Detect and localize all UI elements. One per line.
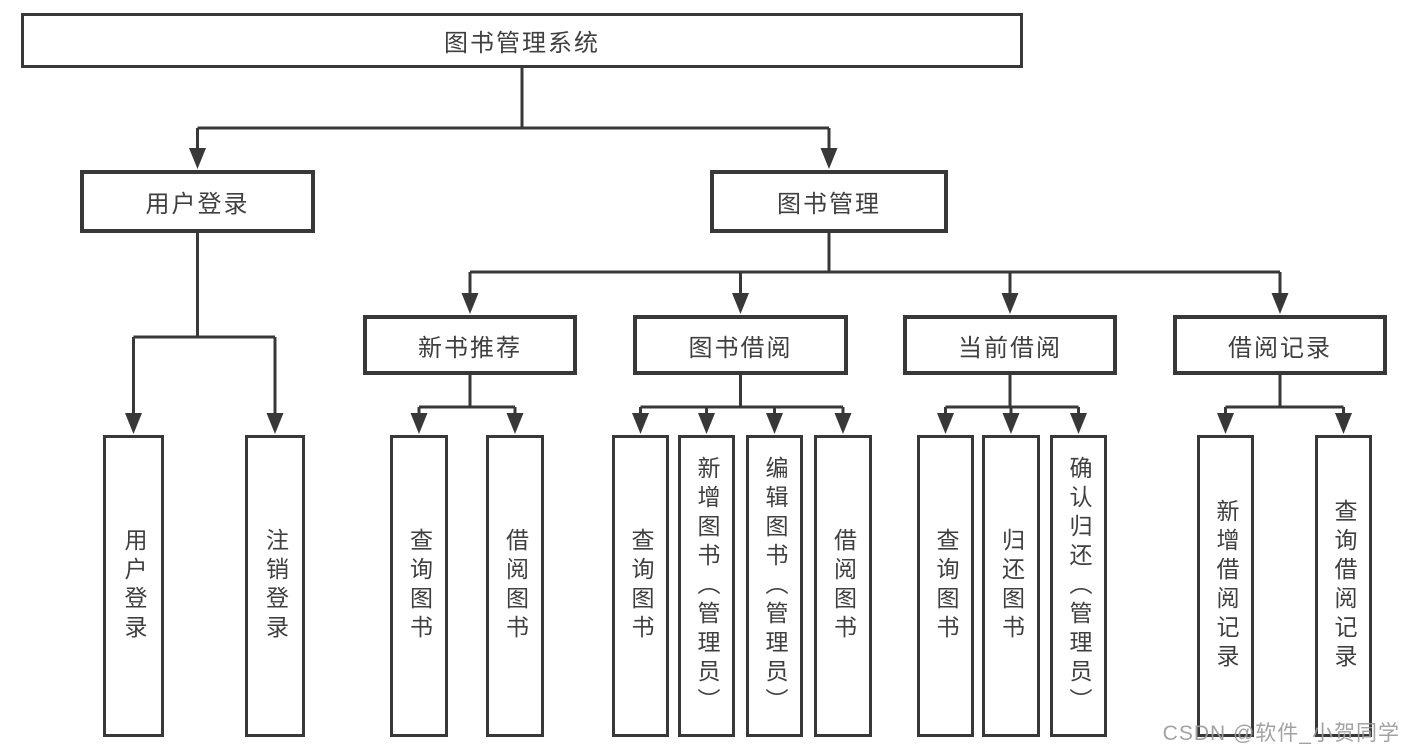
leaf-query-books-borrow: 查询图书 xyxy=(612,435,669,737)
node-label: 新书推荐 xyxy=(418,334,522,362)
node-label: 查询图书 xyxy=(406,528,433,644)
node-user-login: 用户登录 xyxy=(80,170,315,233)
node-label: 借阅记录 xyxy=(1228,334,1332,362)
node-label: 注销登录 xyxy=(262,528,289,644)
node-label: 新增图书（管理员） xyxy=(694,455,720,717)
leaf-query-borrow-record: 查询借阅记录 xyxy=(1315,435,1372,737)
node-current-borrow: 当前借阅 xyxy=(903,315,1117,375)
node-label: 新增借阅记录 xyxy=(1213,499,1239,673)
node-label: 查询图书 xyxy=(933,528,959,644)
node-label: 查询借阅记录 xyxy=(1331,499,1357,673)
node-label: 归还图书 xyxy=(998,528,1025,644)
node-label: 当前借阅 xyxy=(958,334,1062,362)
node-book-management-system: 图书管理系统 xyxy=(21,13,1023,68)
leaf-user-login: 用户登录 xyxy=(103,435,164,737)
node-label: 用户登录 xyxy=(121,528,147,644)
node-label: 借阅图书 xyxy=(502,528,529,644)
node-book-borrow: 图书借阅 xyxy=(633,315,848,375)
node-label: 图书管理系统 xyxy=(444,30,600,57)
node-borrow-records: 借阅记录 xyxy=(1173,315,1387,375)
leaf-edit-book-admin: 编辑图书（管理员） xyxy=(746,435,803,737)
node-book-management: 图书管理 xyxy=(710,170,948,233)
node-label: 查询图书 xyxy=(628,528,654,644)
leaf-borrow-books: 借阅图书 xyxy=(814,435,872,737)
node-label: 编辑图书（管理员） xyxy=(762,455,788,717)
csdn-watermark: CSDN @软件_小贺同学 xyxy=(1162,722,1400,745)
leaf-return-book: 归还图书 xyxy=(982,435,1040,737)
node-new-book-recommend: 新书推荐 xyxy=(363,315,577,375)
leaf-query-books-current: 查询图书 xyxy=(917,435,974,737)
node-label: 借阅图书 xyxy=(830,528,857,644)
leaf-borrow-books-recommend: 借阅图书 xyxy=(486,435,544,737)
leaf-add-book-admin: 新增图书（管理员） xyxy=(678,435,735,737)
node-label: 确认归还（管理员） xyxy=(1066,455,1092,717)
node-label: 图书借阅 xyxy=(688,334,793,362)
leaf-add-borrow-record: 新增借阅记录 xyxy=(1197,435,1254,737)
leaf-confirm-return-admin: 确认归还（管理员） xyxy=(1050,435,1107,737)
leaf-query-books-recommend: 查询图书 xyxy=(390,435,448,737)
node-label: 图书管理 xyxy=(777,191,881,218)
leaf-logout: 注销登录 xyxy=(245,435,305,737)
node-label: 用户登录 xyxy=(145,191,250,218)
